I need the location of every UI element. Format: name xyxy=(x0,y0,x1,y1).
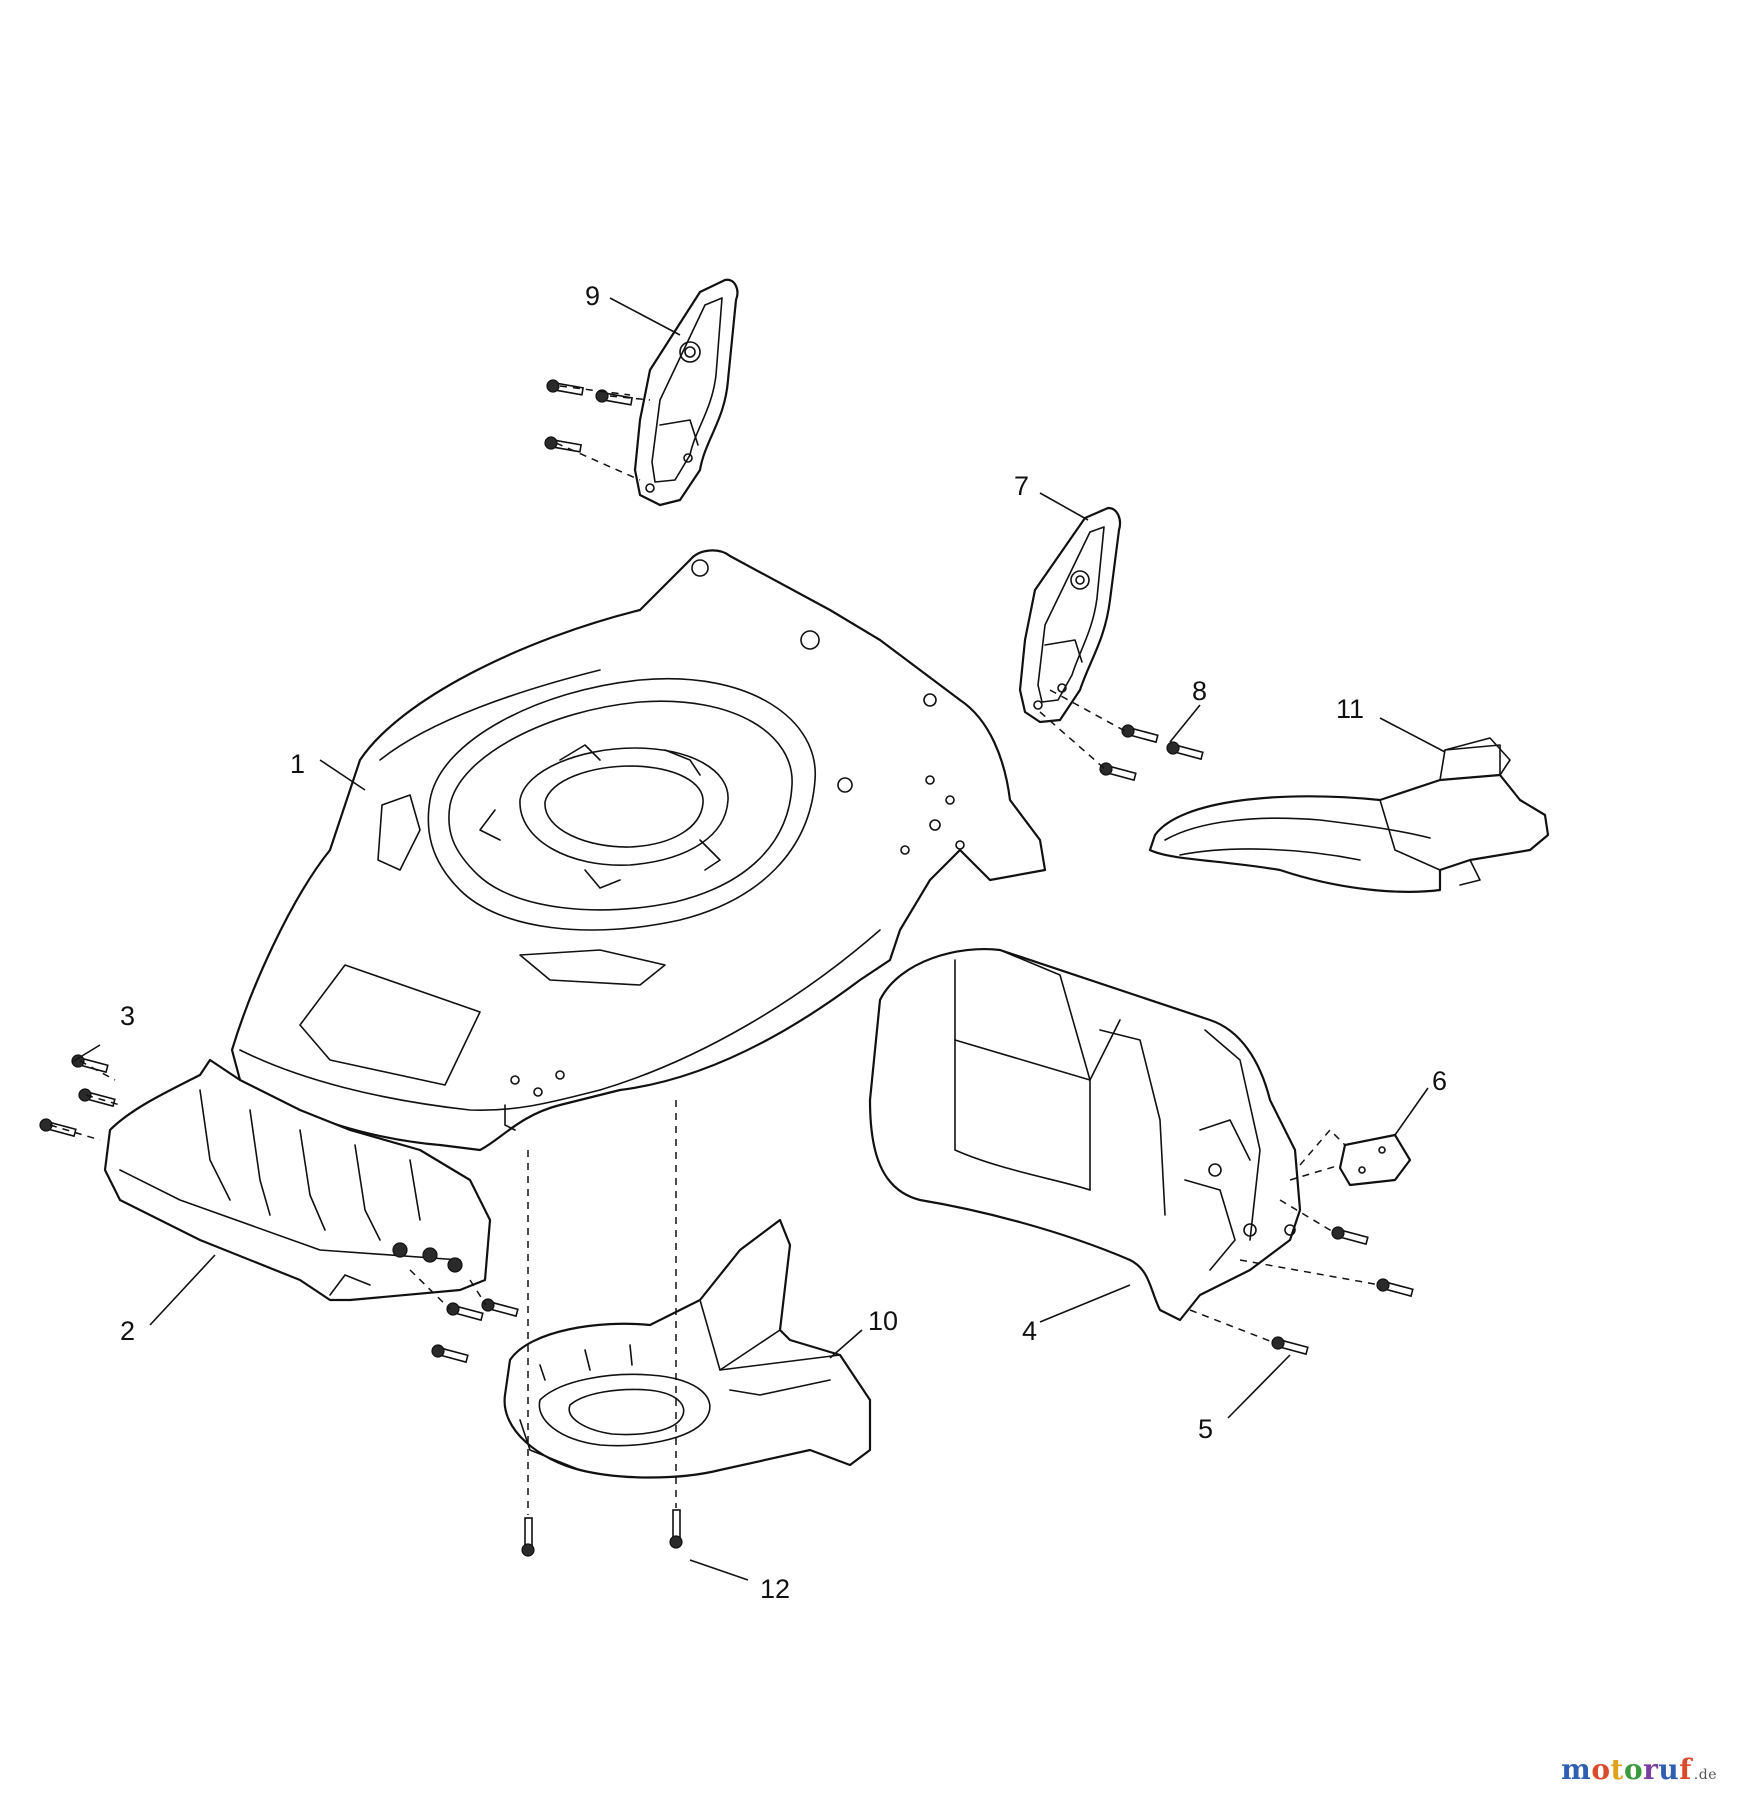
front-bumper xyxy=(103,1058,492,1302)
callout-8: 8 xyxy=(1192,676,1207,706)
bolt xyxy=(1099,762,1137,782)
blade-housing-chute xyxy=(503,1218,872,1479)
handle-bracket-left xyxy=(633,278,739,507)
watermark-letter: t xyxy=(1610,1753,1624,1786)
rear-guard xyxy=(868,948,1302,1322)
callout-12: 12 xyxy=(760,1574,790,1604)
callout-5: 5 xyxy=(1198,1414,1213,1444)
callout-11: 11 xyxy=(1336,694,1364,724)
watermark-letter: u xyxy=(1658,1753,1680,1786)
watermark-letter: o xyxy=(1623,1753,1644,1786)
handle-bracket-right xyxy=(1018,506,1122,724)
callout-2: 2 xyxy=(120,1316,135,1346)
watermark-suffix: .de xyxy=(1693,1767,1717,1783)
bolt xyxy=(1376,1278,1414,1298)
bolt xyxy=(546,379,585,396)
callout-7: 7 xyxy=(1014,471,1029,501)
watermark-letter: f xyxy=(1679,1753,1692,1786)
hinge-plate xyxy=(1289,1128,1412,1187)
bolt xyxy=(39,1118,77,1138)
callout-3: 3 xyxy=(120,1001,135,1031)
bolt xyxy=(1166,741,1204,761)
bolt xyxy=(1121,724,1159,744)
watermark-letter: r xyxy=(1643,1753,1659,1786)
callout-numbers: 1 2 3 4 5 6 7 8 9 10 11 12 xyxy=(120,281,1447,1604)
callout-9: 9 xyxy=(585,281,600,311)
bolt xyxy=(71,1054,109,1074)
bolt xyxy=(78,1088,116,1108)
watermark-letter: m xyxy=(1561,1753,1592,1786)
fasteners xyxy=(39,379,1414,1557)
callout-4: 4 xyxy=(1022,1316,1037,1346)
callout-1: 1 xyxy=(290,749,305,779)
mulch-plug xyxy=(1148,737,1550,893)
bolt xyxy=(446,1302,484,1322)
bolt xyxy=(669,1509,683,1549)
watermark-letter: o xyxy=(1591,1753,1611,1786)
watermark-logo: motoruf.de xyxy=(1561,1753,1717,1786)
bolt xyxy=(1331,1226,1369,1246)
bolt xyxy=(521,1517,535,1557)
callout-10: 10 xyxy=(868,1306,898,1336)
bolt xyxy=(481,1298,519,1318)
bolt xyxy=(431,1344,469,1364)
callout-6: 6 xyxy=(1432,1066,1447,1096)
assembly-lines xyxy=(49,385,1381,1515)
bolt xyxy=(544,436,583,453)
leader-lines xyxy=(71,297,1446,1581)
bolt xyxy=(1271,1336,1309,1356)
